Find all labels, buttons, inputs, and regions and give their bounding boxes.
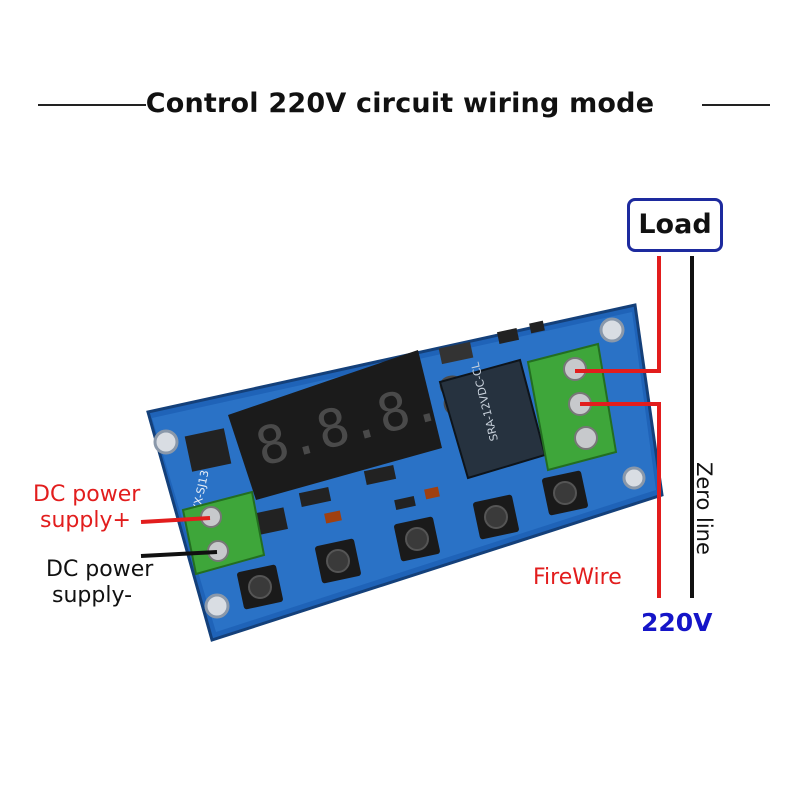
push-buttons: [237, 470, 588, 610]
dc-minus-label-line1: DC power: [46, 557, 154, 582]
load-live-wire: [575, 256, 661, 373]
dc-plus-label-line1: DC power: [33, 482, 141, 507]
zero-line-label: Zero line: [692, 462, 716, 555]
firewire-label: FireWire: [533, 565, 622, 590]
relay-module-board: 8.8.8.8. SRA-12VDC-CL YX-SJ13: [146, 303, 664, 642]
dc-plus-wire: [140, 516, 211, 524]
title-dash-right: [702, 104, 770, 106]
dc-minus-label-line2: supply-: [52, 583, 133, 608]
dc-minus-wire: [140, 550, 218, 558]
firewire-wire: [580, 402, 661, 598]
load-box: Load: [627, 198, 723, 252]
voltage-label: 220V: [641, 608, 713, 637]
title-dash-left: [38, 104, 146, 106]
wires: [140, 256, 694, 598]
diagram-title: Control 220V circuit wiring mode: [145, 88, 655, 119]
dc-plus-label-line2: supply+: [40, 508, 131, 533]
